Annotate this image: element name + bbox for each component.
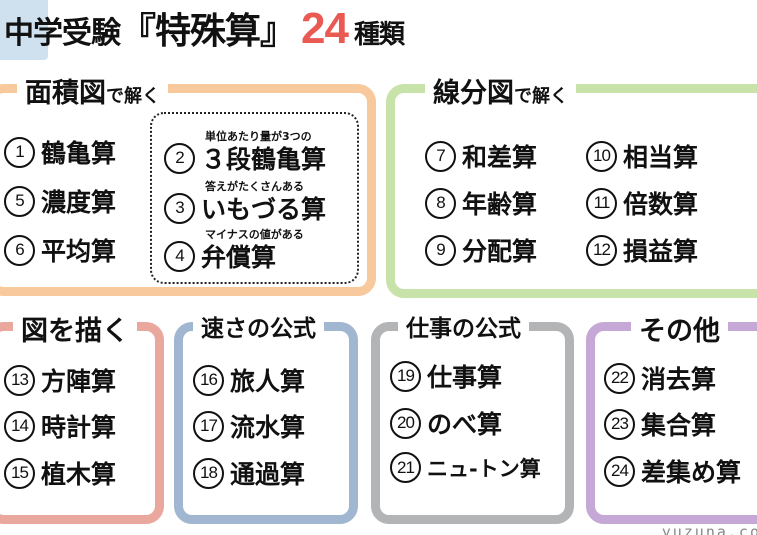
panel-title-main: 面積図 bbox=[25, 78, 106, 109]
item-name: 方陣算 bbox=[41, 367, 117, 396]
panel-speed: 速さの公式 bbox=[174, 309, 358, 524]
number-badge: 2 bbox=[164, 142, 195, 174]
number-badge: 5 bbox=[4, 185, 35, 217]
number-badge: 20 bbox=[390, 407, 421, 439]
item-name: 集合算 bbox=[641, 411, 717, 440]
item-name: 流水算 bbox=[230, 413, 306, 442]
panel-other: その他 bbox=[586, 309, 757, 524]
item-name: 平均算 bbox=[41, 237, 117, 266]
item-name: 分配算 bbox=[462, 237, 538, 266]
item-name: 仕事算 bbox=[427, 363, 503, 392]
item-note: 答えがたくさんある bbox=[205, 180, 304, 193]
item-name: 和差算 bbox=[462, 143, 538, 172]
item-name: 旅人算 bbox=[230, 367, 306, 396]
item-name: いもづる算 bbox=[201, 195, 327, 224]
sub-group-box bbox=[150, 112, 359, 284]
number-badge: 10 bbox=[586, 140, 617, 172]
panel-work: 仕事の公式 bbox=[371, 309, 574, 524]
title-main: 『特殊算』 bbox=[120, 11, 296, 52]
number-badge: 18 bbox=[193, 457, 224, 489]
panel-title-suffix: で解く bbox=[106, 86, 160, 107]
item-name: 濃度算 bbox=[41, 188, 117, 217]
panel-area: 面積図で解く bbox=[0, 71, 376, 296]
number-badge: 6 bbox=[4, 234, 35, 266]
number-badge: 14 bbox=[4, 410, 35, 442]
number-badge: 12 bbox=[586, 234, 617, 266]
item-name: 消去算 bbox=[641, 365, 717, 394]
item-name: 時計算 bbox=[41, 413, 117, 442]
number-badge: 1 bbox=[4, 136, 35, 168]
number-badge: 21 bbox=[390, 452, 421, 483]
number-badge: 15 bbox=[4, 457, 35, 489]
number-badge: 7 bbox=[425, 140, 456, 172]
number-badge: 4 bbox=[164, 240, 195, 272]
panel-title: 仕事の公式 bbox=[398, 309, 529, 343]
title-prefix: 中学受験 bbox=[4, 16, 121, 51]
panel-title-suffix: で解く bbox=[514, 86, 568, 107]
number-badge: 22 bbox=[604, 362, 635, 394]
number-badge: 3 bbox=[164, 192, 195, 224]
title-suffix: 種類 bbox=[353, 20, 405, 50]
title-count: 24 bbox=[301, 4, 349, 53]
item-note: 単位あたり量が3つの bbox=[205, 130, 312, 143]
item-name: 差集め算 bbox=[641, 458, 742, 487]
panel-draw: 図を描く bbox=[0, 309, 164, 524]
panel-title: その他 bbox=[631, 309, 728, 348]
number-badge: 24 bbox=[604, 455, 635, 487]
panel-title-main: 線分図 bbox=[433, 78, 514, 109]
panel-title: 線分図で解く bbox=[425, 71, 576, 110]
item-name: 相当算 bbox=[623, 143, 699, 172]
logo-icon bbox=[0, 0, 48, 60]
panel-title: 図を描く bbox=[13, 309, 137, 348]
number-badge: 17 bbox=[193, 410, 224, 442]
item-note: マイナスの値がある bbox=[205, 228, 304, 241]
item-name: 損益算 bbox=[623, 237, 699, 266]
item-name: 通過算 bbox=[230, 460, 306, 489]
item-name: ニュ-トン算 bbox=[427, 456, 541, 481]
item-name: 倍数算 bbox=[623, 190, 699, 219]
watermark: yuzuna.co bbox=[661, 523, 757, 535]
number-badge: 13 bbox=[4, 364, 35, 396]
item-name: ３段鶴亀算 bbox=[201, 145, 327, 174]
item-name: 弁償算 bbox=[201, 243, 277, 272]
number-badge: 23 bbox=[604, 408, 635, 440]
number-badge: 8 bbox=[425, 187, 456, 219]
item-name: のべ算 bbox=[427, 410, 503, 439]
item-name: 植木算 bbox=[41, 460, 117, 489]
number-badge: 9 bbox=[425, 234, 456, 266]
panel-line: 線分図で解く bbox=[386, 71, 757, 298]
number-badge: 16 bbox=[193, 364, 224, 396]
panel-title: 速さの公式 bbox=[193, 309, 324, 343]
item-name: 鶴亀算 bbox=[41, 139, 117, 168]
number-badge: 19 bbox=[390, 360, 421, 392]
number-badge: 11 bbox=[586, 187, 617, 219]
panel-title: 面積図で解く bbox=[17, 71, 168, 110]
item-name: 年齢算 bbox=[462, 190, 538, 219]
